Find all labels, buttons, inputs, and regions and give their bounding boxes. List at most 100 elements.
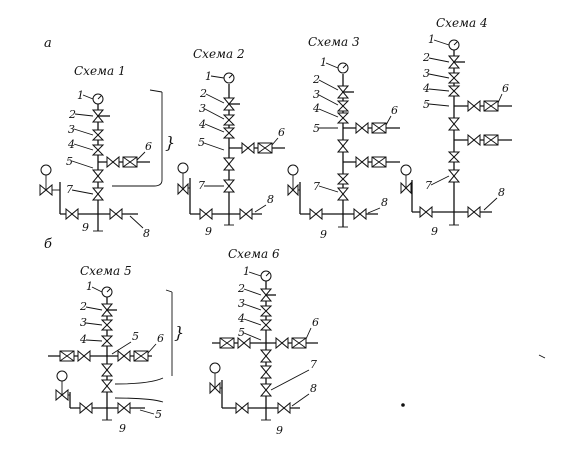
valve-icon [222, 179, 236, 193]
valve-icon [447, 151, 461, 163]
callout-4: 4 [67, 138, 75, 151]
callout-8: 8 [310, 382, 317, 395]
valve-icon [467, 205, 481, 219]
scheme-6-diagram: 1 2 3 4 5 6 7 8 9 [209, 265, 319, 437]
callout-3: 3 [238, 297, 245, 310]
callout-9: 9 [119, 422, 126, 435]
scheme-1-title: Схема 1 [74, 64, 126, 78]
valve-icon [259, 383, 273, 397]
callout-6: 6 [145, 140, 152, 153]
valve-icon [259, 305, 273, 317]
pressure-gauge-icon [209, 362, 221, 374]
scheme-6-title: Схема 6 [228, 247, 280, 261]
callout-3: 3 [68, 123, 75, 136]
scheme-3-diagram: 1 2 3 4 5 6 7 8 9 [287, 56, 400, 241]
valve-icon [117, 401, 131, 415]
callout-6: 6 [278, 126, 285, 139]
valve-icon [100, 363, 114, 377]
valve-icon [259, 349, 273, 363]
callout-1: 1 [428, 33, 435, 46]
scheme-4-title: Схема 4 [436, 16, 488, 30]
callout-1: 1 [243, 265, 250, 278]
valve-icon [241, 141, 255, 155]
callout-9: 9 [82, 221, 89, 234]
callout-5: 5 [313, 122, 320, 135]
callout-8: 8 [498, 186, 505, 199]
callout-3: 3 [313, 88, 320, 101]
valve-icon [355, 121, 369, 135]
callout-4: 4 [422, 82, 430, 95]
callout-3: 3 [423, 67, 430, 80]
valve-icon [235, 401, 249, 415]
callout-9: 9 [205, 225, 212, 238]
callout-3: 3 [199, 102, 206, 115]
valve-icon [117, 349, 131, 363]
valve-icon [222, 157, 236, 171]
valve-icon [336, 100, 350, 112]
callout-8: 8 [267, 193, 274, 206]
scan-speck [538, 354, 546, 359]
valve-icon [400, 181, 412, 195]
callout-5: 5 [198, 136, 205, 149]
valve-icon [277, 401, 291, 415]
callout-2: 2 [68, 108, 76, 121]
valve-icon [77, 349, 91, 363]
scan-speck [401, 403, 405, 407]
valve-icon [91, 144, 105, 156]
callout-9: 9 [276, 424, 283, 437]
callout-8: 8 [143, 227, 150, 240]
callout-5: 5 [238, 326, 245, 339]
callout-2: 2 [312, 73, 320, 86]
callout-5: 5 [66, 155, 73, 168]
valve-icon [222, 114, 236, 126]
callout-5: 5 [423, 98, 430, 111]
valve-icon [91, 169, 105, 183]
valve-icon [336, 85, 350, 99]
callout-2: 2 [79, 300, 87, 313]
callout-5-secondary: 5 [155, 408, 162, 421]
pressure-gauge-icon [400, 164, 412, 176]
valve-icon [419, 205, 433, 219]
callout-2: 2 [199, 87, 207, 100]
brace-mark: } [165, 133, 175, 152]
valve-icon [447, 85, 461, 97]
valve-icon [467, 99, 481, 113]
callout-6: 6 [312, 316, 319, 329]
valve-icon [467, 133, 481, 147]
valve-icon [336, 112, 350, 124]
callout-7: 7 [198, 179, 205, 192]
section-label-a: а [44, 36, 52, 51]
valve-icon [287, 183, 299, 197]
valve-icon [447, 72, 461, 84]
brace-mark: } [174, 323, 184, 342]
scheme-4-diagram: 1 2 3 4 5 6 7 8 9 [400, 33, 512, 238]
valve-icon [100, 319, 114, 331]
valve-icon [353, 207, 367, 221]
callout-1: 1 [205, 70, 212, 83]
callout-6: 6 [157, 332, 164, 345]
callout-7: 7 [425, 179, 432, 192]
callout-9: 9 [431, 225, 438, 238]
valve-icon [79, 401, 93, 415]
valve-icon [109, 207, 123, 221]
valve-icon [275, 336, 289, 350]
callout-1: 1 [77, 89, 84, 102]
valve-icon [336, 173, 350, 185]
scheme-5-diagram: } 1 2 3 4 5 6 9 5 [48, 280, 184, 435]
callout-6: 6 [502, 82, 509, 95]
callout-6: 6 [391, 104, 398, 117]
valve-icon [259, 365, 273, 379]
callout-4: 4 [198, 118, 206, 131]
valve-icon [39, 183, 53, 197]
scheme-5-title: Схема 5 [80, 264, 132, 278]
valve-icon [336, 187, 350, 201]
valve-icon [100, 379, 114, 393]
valve-icon [91, 129, 105, 141]
valve-icon [239, 207, 253, 221]
valve-icon [65, 207, 79, 221]
valve-icon [259, 288, 273, 302]
callout-4: 4 [237, 312, 245, 325]
callout-7: 7 [66, 183, 73, 196]
